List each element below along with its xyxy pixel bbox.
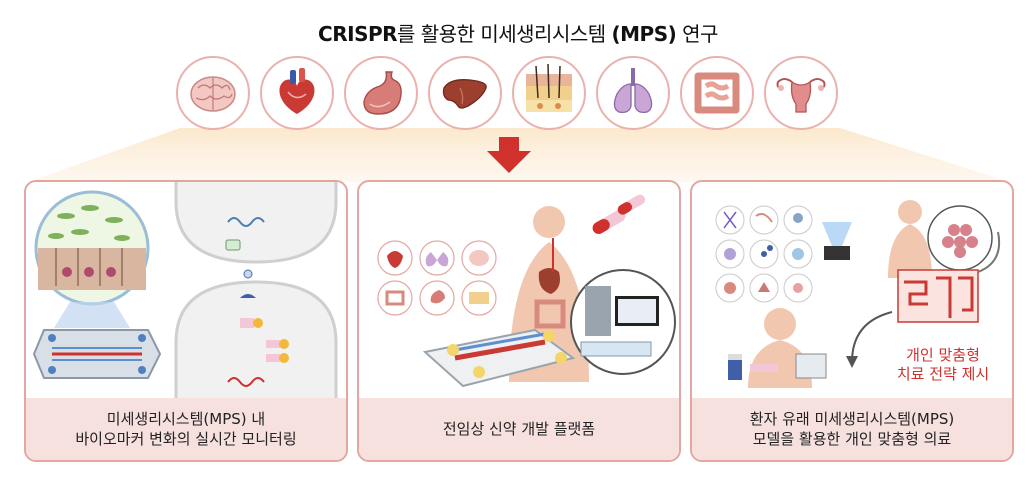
panel-2-caption: 전임상 신약 개발 플랫폼 xyxy=(359,398,679,460)
caption-line: 모델을 활용한 개인 맞춤형 의료 xyxy=(752,430,952,448)
drug-platform-illustration xyxy=(377,194,676,388)
panel-1-caption: 미세생리시스템(MPS) 내 바이오마커 변화의 실시간 모니터링 xyxy=(26,398,346,460)
caption-line: 환자 유래 미세생리시스템(MPS) xyxy=(749,410,955,428)
stomach-icon xyxy=(344,56,418,130)
heart-icon xyxy=(260,56,334,130)
panel-drug-development: 전임상 신약 개발 플랫폼 xyxy=(357,180,681,462)
caption-line: 전임상 신약 개발 플랫폼 xyxy=(442,420,596,438)
caption-line: 바이오마커 변화의 실시간 모니터링 xyxy=(75,430,297,448)
title-crispr: CRISPR xyxy=(318,22,398,46)
title-suffix: 연구 xyxy=(676,22,718,46)
brain-icon xyxy=(176,56,250,130)
intestine-icon xyxy=(680,56,754,130)
caption-line: 미세생리시스템(MPS) 내 xyxy=(106,410,266,428)
note-line: 치료 전략 제시 xyxy=(896,365,990,383)
down-arrow-icon xyxy=(487,137,531,173)
skin-icon xyxy=(512,56,586,130)
lungs-icon xyxy=(596,56,670,130)
personalized-medicine-illustration xyxy=(715,200,1000,388)
page-title: CRISPR를 활용한 미세생리시스템 (MPS) 연구 xyxy=(0,18,1036,47)
liver-icon xyxy=(428,56,502,130)
panel-biomarker-monitoring: 미세생리시스템(MPS) 내 바이오마커 변화의 실시간 모니터링 xyxy=(24,180,348,462)
title-mps: (MPS) xyxy=(611,22,677,46)
panel-3-caption: 환자 유래 미세생리시스템(MPS) 모델을 활용한 개인 맞춤형 의료 xyxy=(692,398,1012,460)
note-line: 개인 맞춤형 xyxy=(906,346,980,364)
uterus-icon xyxy=(764,56,838,130)
panel-personalized-medicine: 환자 유래 미세생리시스템(MPS) 모델을 활용한 개인 맞춤형 의료 xyxy=(690,180,1014,462)
mps-monitoring-illustration xyxy=(32,182,338,402)
title-text: 를 활용한 미세생리시스템 xyxy=(397,22,612,46)
treatment-strategy-note: 개인 맞춤형 치료 전략 제시 xyxy=(868,346,1018,384)
